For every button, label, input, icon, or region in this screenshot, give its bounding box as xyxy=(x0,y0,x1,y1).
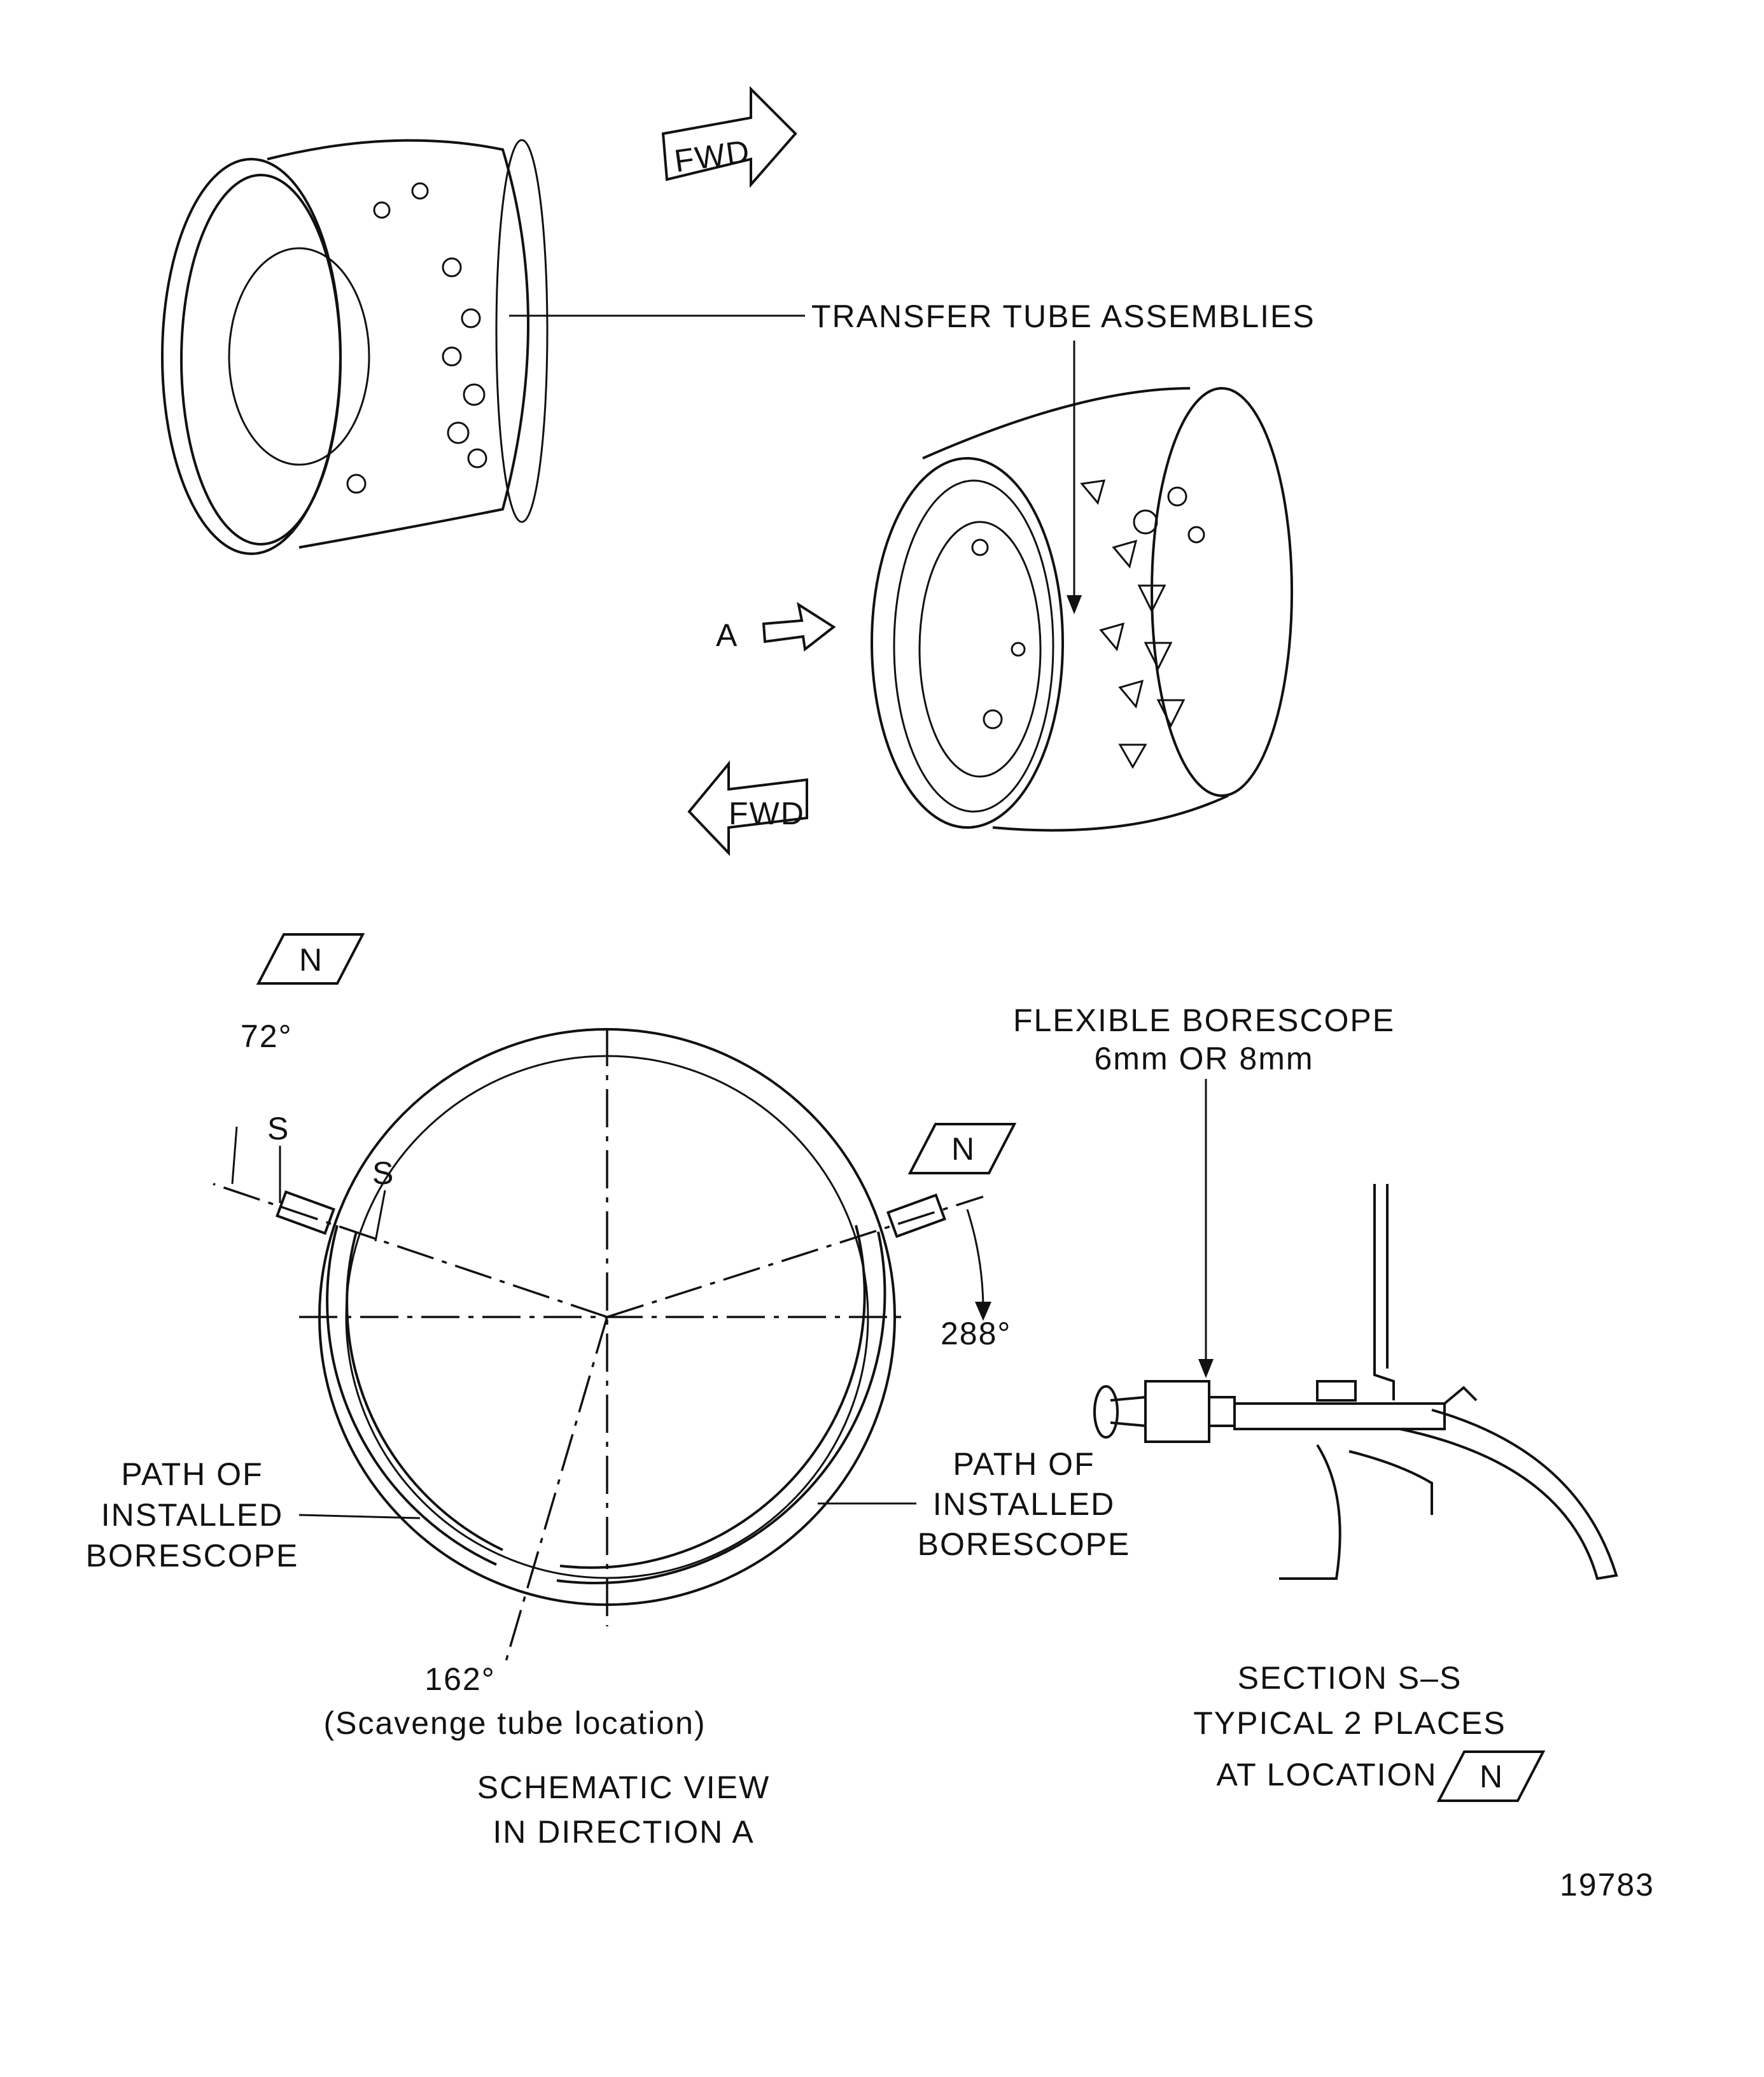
schematic-view xyxy=(213,1028,991,1662)
location-n-box-left xyxy=(256,933,365,985)
location-n-box-right xyxy=(907,1123,1017,1174)
section-caption: SECTION S–S TYPICAL 2 PLACES AT LOCATION xyxy=(1193,1660,1506,1792)
svg-text:FLEXIBLE BORESCOPE: FLEXIBLE BORESCOPE xyxy=(1013,1003,1395,1038)
transfer-tube-label: TRANSFER TUBE ASSEMBLIES xyxy=(811,299,1315,334)
svg-text:BORESCOPE: BORESCOPE xyxy=(86,1538,299,1574)
svg-text:6mm OR 8mm: 6mm OR 8mm xyxy=(1095,1041,1314,1076)
borescope-title: FLEXIBLE BORESCOPE 6mm OR 8mm xyxy=(1013,1003,1395,1076)
svg-text:PATH OF: PATH OF xyxy=(953,1446,1095,1482)
direction-a-arrow xyxy=(762,602,836,652)
section-s-label-1: S xyxy=(267,1111,290,1146)
figure-number: 19783 xyxy=(1560,1867,1655,1903)
direction-a-label: A xyxy=(716,617,738,653)
fwd-label-bottom: FWD xyxy=(729,796,805,831)
path-left-label: PATH OF INSTALLED BORESCOPE xyxy=(86,1456,299,1574)
fwd-arrow-bottom: FWD xyxy=(687,760,808,856)
location-n-section: N xyxy=(1480,1759,1504,1794)
svg-text:SCHEMATIC VIEW: SCHEMATIC VIEW xyxy=(477,1770,770,1805)
fwd-arrow-top: FWD xyxy=(661,86,797,188)
combustor-case-left xyxy=(161,139,549,555)
location-n-left: N xyxy=(299,942,323,978)
location-n-right: N xyxy=(951,1131,976,1167)
svg-text:PATH OF: PATH OF xyxy=(121,1456,263,1492)
section-s-s-drawing xyxy=(1093,1184,1618,1581)
fwd-label-top: FWD xyxy=(672,133,752,179)
angle-162-label: 162° xyxy=(424,1661,495,1697)
combustor-case-right xyxy=(871,387,1293,832)
svg-text:AT LOCATION: AT LOCATION xyxy=(1216,1757,1437,1792)
svg-text:INSTALLED: INSTALLED xyxy=(933,1486,1116,1522)
location-n-box-section xyxy=(1436,1750,1546,1802)
svg-text:TYPICAL 2 PLACES: TYPICAL 2 PLACES xyxy=(1193,1705,1506,1741)
angle-288-label: 288° xyxy=(941,1316,1011,1351)
svg-text:INSTALLED: INSTALLED xyxy=(101,1497,284,1533)
scavenge-note: (Scavenge tube location) xyxy=(323,1705,706,1741)
path-right-label: PATH OF INSTALLED BORESCOPE xyxy=(918,1446,1131,1562)
svg-text:BORESCOPE: BORESCOPE xyxy=(918,1526,1131,1562)
svg-text:IN DIRECTION A: IN DIRECTION A xyxy=(493,1814,754,1850)
schematic-caption: SCHEMATIC VIEW IN DIRECTION A xyxy=(477,1770,770,1850)
svg-text:SECTION S–S: SECTION S–S xyxy=(1238,1660,1462,1696)
angle-72-label: 72° xyxy=(241,1018,293,1054)
section-s-label-2: S xyxy=(372,1155,395,1191)
